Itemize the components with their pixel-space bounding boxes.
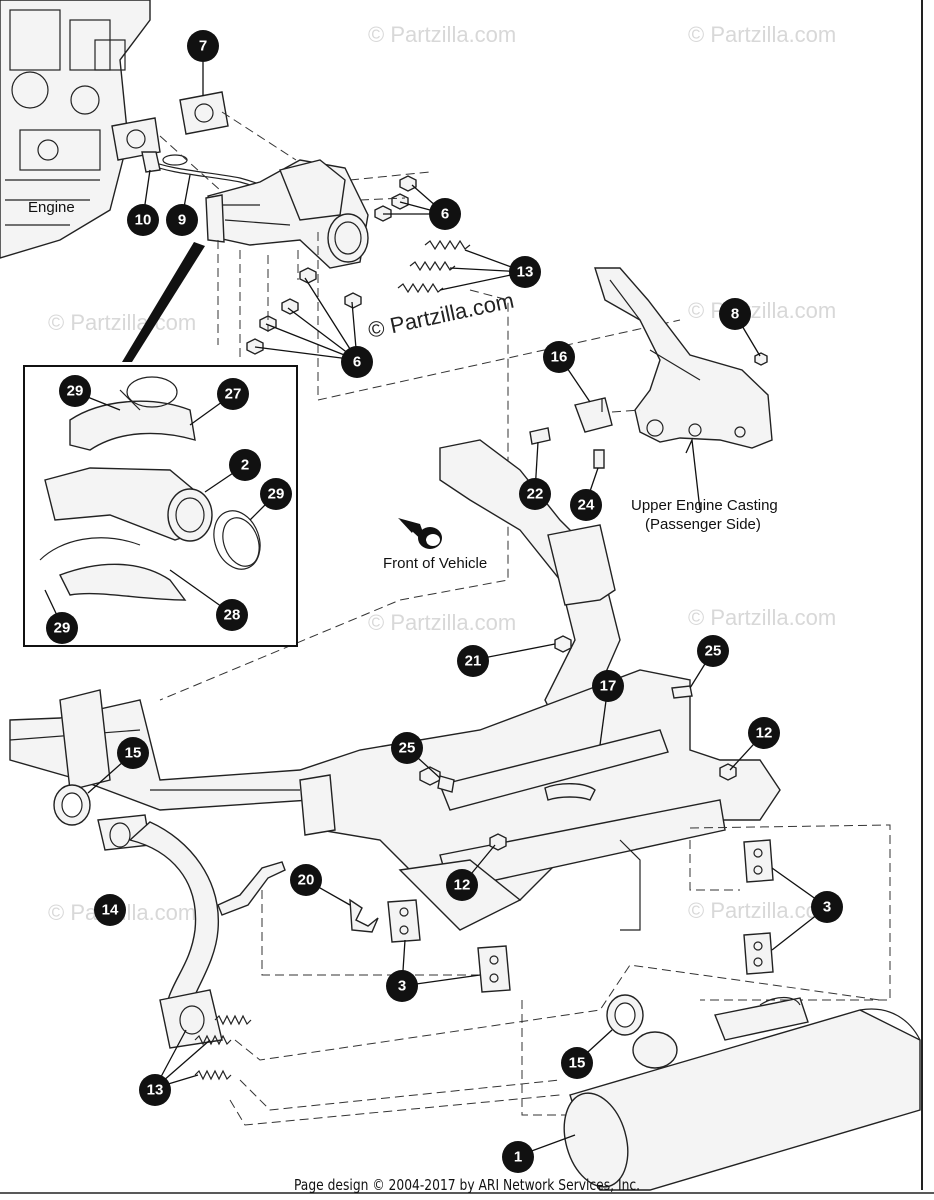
svg-text:28: 28	[224, 607, 241, 624]
manifold-detail-inset	[23, 242, 298, 647]
exhaust-gaskets	[111, 91, 229, 161]
watermark: © Partzilla.com	[688, 22, 836, 47]
callout-16: 16	[543, 341, 575, 373]
svg-text:15: 15	[569, 1055, 586, 1072]
svg-text:20: 20	[298, 872, 315, 889]
svg-text:25: 25	[705, 643, 722, 660]
callout-13-top: 13	[509, 256, 541, 288]
svg-text:16: 16	[551, 349, 568, 366]
svg-text:29: 29	[268, 486, 285, 503]
head-pipe	[53, 784, 286, 1049]
callout-bubbles: 7 10 9 6 13 6 8 16 22 24 29 27 2 29 28 2…	[46, 30, 843, 1173]
callout-25-left: 25	[391, 732, 423, 764]
watermark-dark: © Partzilla.com	[366, 288, 516, 343]
callout-3-left: 3	[386, 970, 418, 1002]
svg-text:6: 6	[353, 354, 361, 371]
upper-engine-casting	[594, 267, 773, 449]
callout-9: 9	[166, 204, 198, 236]
exhaust-manifold	[205, 159, 369, 269]
callout-1: 1	[502, 1141, 534, 1173]
front-of-vehicle-label: Front of Vehicle	[383, 555, 487, 572]
svg-text:29: 29	[67, 383, 84, 400]
watermark: © Partzilla.com	[368, 22, 516, 47]
svg-text:7: 7	[199, 38, 207, 55]
svg-text:2: 2	[241, 457, 249, 474]
callout-21: 21	[457, 645, 489, 677]
svg-text:13: 13	[147, 1082, 164, 1099]
passenger-side-label: (Passenger Side)	[645, 516, 761, 533]
svg-text:6: 6	[441, 206, 449, 223]
svg-text:27: 27	[225, 386, 242, 403]
callout-25-right: 25	[697, 635, 729, 667]
callout-22: 22	[519, 478, 551, 510]
callout-20: 20	[290, 864, 322, 896]
bracket-16	[529, 397, 641, 469]
callout-29-a: 29	[59, 375, 91, 407]
upper-casting-label: Upper Engine Casting	[631, 497, 778, 514]
callout-10: 10	[127, 204, 159, 236]
callout-6-top: 6	[429, 198, 461, 230]
callout-7: 7	[187, 30, 219, 62]
callout-29-b: 29	[260, 478, 292, 510]
callout-12-left: 12	[446, 869, 478, 901]
muffler	[563, 994, 921, 1191]
svg-text:25: 25	[399, 740, 416, 757]
svg-text:3: 3	[823, 899, 831, 916]
callout-8: 8	[719, 298, 751, 330]
svg-text:13: 13	[517, 264, 534, 281]
svg-text:24: 24	[578, 497, 595, 514]
watermark: © Partzilla.com	[48, 310, 196, 335]
callout-6-bottom: 6	[341, 346, 373, 378]
callout-2: 2	[229, 449, 261, 481]
callout-12-right: 12	[748, 717, 780, 749]
callout-24: 24	[570, 489, 602, 521]
callout-14: 14	[94, 894, 126, 926]
callout-27: 27	[217, 378, 249, 410]
svg-text:12: 12	[454, 877, 471, 894]
svg-text:1: 1	[514, 1149, 522, 1166]
watermark: © Partzilla.com	[368, 610, 516, 635]
svg-text:22: 22	[527, 486, 544, 503]
nuts-group-6	[246, 175, 417, 355]
engine-label: Engine	[28, 199, 75, 216]
callout-29-c: 29	[46, 612, 78, 644]
callout-17: 17	[592, 670, 624, 702]
svg-text:3: 3	[398, 978, 406, 995]
callout-15-left: 15	[117, 737, 149, 769]
engine-illustration: Engine	[0, 0, 151, 259]
svg-text:21: 21	[465, 653, 482, 670]
svg-text:9: 9	[178, 212, 186, 229]
casting-label: Upper Engine Casting (Passenger Side)	[631, 497, 778, 533]
front-arrow: Front of Vehicle	[383, 518, 487, 572]
chassis-frame	[9, 669, 781, 931]
footer-copyright: Page design © 2004-2017 by ARI Network S…	[293, 1176, 641, 1194]
watermark: © Partzilla.com	[688, 298, 836, 323]
callout-13-bottom: 13	[139, 1074, 171, 1106]
svg-text:8: 8	[731, 306, 739, 323]
dashed-guides-top	[159, 111, 681, 701]
springs-top	[397, 239, 471, 294]
springs-bottom	[194, 1014, 252, 1081]
callout-3-right: 3	[811, 891, 843, 923]
callout-15-right: 15	[561, 1047, 593, 1079]
svg-text:14: 14	[102, 902, 119, 919]
svg-text:15: 15	[125, 745, 142, 762]
svg-text:17: 17	[600, 678, 617, 695]
svg-text:12: 12	[756, 725, 773, 742]
watermark: © Partzilla.com	[688, 605, 836, 630]
svg-text:29: 29	[54, 620, 71, 637]
svg-text:10: 10	[135, 212, 152, 229]
rubber-hangers	[349, 839, 774, 993]
callout-28: 28	[216, 599, 248, 631]
